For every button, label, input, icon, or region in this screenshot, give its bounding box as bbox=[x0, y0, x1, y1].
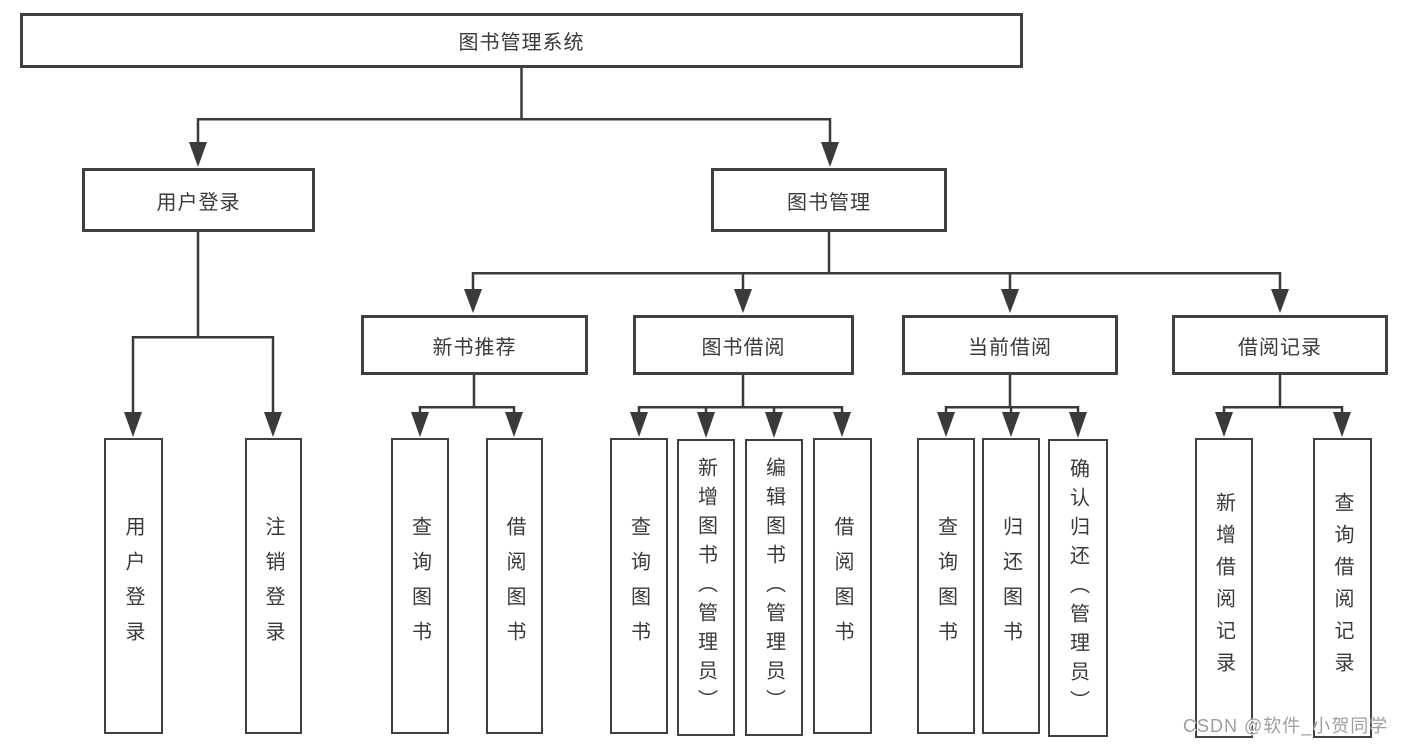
connector-root-to-level2 bbox=[189, 68, 839, 167]
node-book-management-label: 图书管理 bbox=[787, 191, 871, 214]
leaf-query-books-3-label: 查询图书 bbox=[934, 516, 957, 656]
leaf-query-books-2-label: 查询图书 bbox=[627, 516, 650, 656]
leaf-return-books-label: 归还图书 bbox=[999, 516, 1022, 656]
leaf-confirm-return-admin-label: 确认归还（管理员） bbox=[1066, 457, 1089, 719]
node-borrowing-records: 借阅记录 bbox=[1172, 315, 1388, 375]
leaf-return-books: 归还图书 bbox=[982, 438, 1040, 734]
node-new-book-recommend: 新书推荐 bbox=[361, 315, 588, 375]
node-current-borrowing-label: 当前借阅 bbox=[968, 336, 1052, 359]
leaf-add-borrow-record-label: 新增借阅记录 bbox=[1212, 492, 1235, 684]
leaf-borrow-books-1: 借阅图书 bbox=[486, 438, 543, 734]
leaf-user-login: 用户登录 bbox=[104, 438, 163, 734]
node-book-borrowing-label: 图书借阅 bbox=[701, 336, 786, 359]
node-user-login-module-label: 用户登录 bbox=[156, 191, 241, 214]
node-library-system: 图书管理系统 bbox=[20, 13, 1023, 68]
leaf-confirm-return-admin: 确认归还（管理员） bbox=[1048, 439, 1108, 737]
leaf-query-books-3: 查询图书 bbox=[917, 438, 975, 734]
connector-records-to-leaves bbox=[1215, 375, 1351, 437]
connector-book-mgmt-to-level3 bbox=[464, 232, 1289, 313]
leaf-add-books-admin-label: 新增图书（管理员） bbox=[694, 457, 717, 718]
node-current-borrowing: 当前借阅 bbox=[902, 315, 1118, 375]
leaf-borrow-books-2: 借阅图书 bbox=[813, 438, 872, 734]
node-user-login-module: 用户登录 bbox=[82, 168, 315, 232]
leaf-add-borrow-record: 新增借阅记录 bbox=[1195, 438, 1253, 738]
node-borrowing-records-label: 借阅记录 bbox=[1238, 336, 1322, 359]
node-library-system-label: 图书管理系统 bbox=[458, 32, 585, 54]
leaf-borrow-books-1-label: 借阅图书 bbox=[503, 516, 525, 656]
leaf-query-books-2: 查询图书 bbox=[610, 438, 668, 734]
connector-new-rec-to-leaves bbox=[411, 375, 523, 437]
leaf-add-books-admin: 新增图书（管理员） bbox=[677, 439, 735, 736]
leaf-query-books-1-label: 查询图书 bbox=[408, 516, 431, 656]
leaf-borrow-books-2-label: 借阅图书 bbox=[831, 516, 853, 656]
leaf-query-borrow-record: 查询借阅记录 bbox=[1313, 438, 1372, 738]
connector-borrow-to-leaves bbox=[630, 375, 851, 438]
csdn-watermark: CSDN @软件_小贺同学 bbox=[1183, 716, 1389, 736]
leaf-logout-label: 注销登录 bbox=[262, 516, 284, 656]
leaf-query-books-1: 查询图书 bbox=[391, 438, 449, 734]
leaf-edit-books-admin-label: 编辑图书（管理员） bbox=[762, 457, 785, 718]
connector-current-to-leaves bbox=[937, 375, 1087, 438]
leaf-query-borrow-record-label: 查询借阅记录 bbox=[1331, 492, 1353, 684]
node-new-book-recommend-label: 新书推荐 bbox=[432, 336, 517, 359]
connector-user-login-to-leaves bbox=[124, 232, 282, 437]
node-book-borrowing: 图书借阅 bbox=[633, 315, 854, 375]
node-book-management: 图书管理 bbox=[711, 168, 947, 232]
leaf-edit-books-admin: 编辑图书（管理员） bbox=[745, 439, 803, 736]
leaf-user-login-label: 用户登录 bbox=[122, 516, 144, 656]
leaf-logout: 注销登录 bbox=[245, 438, 302, 734]
